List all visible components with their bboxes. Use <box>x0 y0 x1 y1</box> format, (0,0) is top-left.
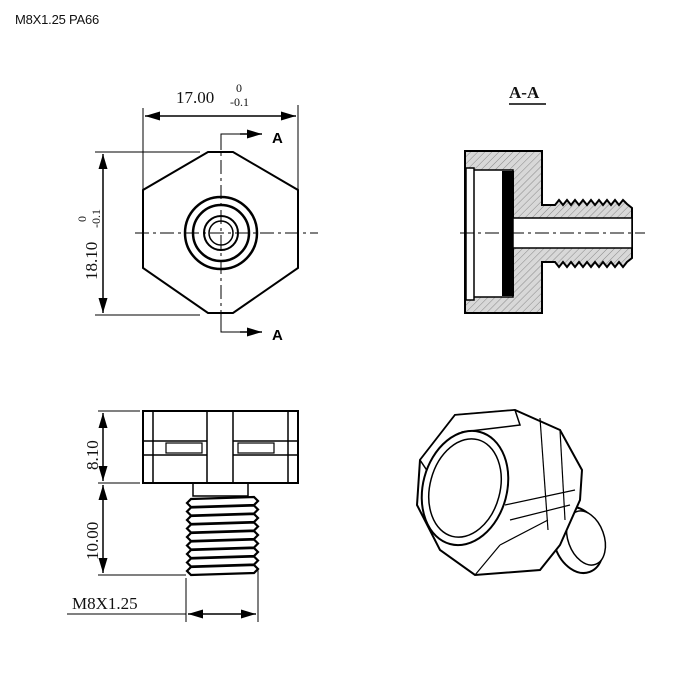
side-view <box>67 410 299 622</box>
section-marker-top: A <box>272 130 283 147</box>
thread-spec-value: M8X1.25 <box>72 594 138 613</box>
height-tolerance-lower: -0.1 <box>89 209 103 228</box>
stem <box>192 482 249 497</box>
width-tolerance-lower: -0.1 <box>230 95 249 109</box>
section-view <box>460 150 645 314</box>
thread <box>185 495 260 577</box>
front-view <box>95 105 318 337</box>
isometric-view <box>415 408 607 577</box>
thread-crest <box>185 563 260 577</box>
height-dimension-value: 18.10 <box>82 242 101 280</box>
iso-face <box>428 438 502 538</box>
width-dimension-value: 17.00 <box>176 88 214 107</box>
thread-length-value: 10.00 <box>83 522 102 560</box>
drawing-title: M8X1.25 PA66 <box>15 12 100 27</box>
head-outline <box>142 410 299 484</box>
width-tolerance-upper: 0 <box>236 81 242 95</box>
head-height-value: 8.10 <box>83 440 102 470</box>
octagon-outline <box>142 151 299 314</box>
section-label: A-A <box>509 83 540 102</box>
lip <box>465 167 475 301</box>
section-marker-bottom: A <box>272 327 283 344</box>
height-tolerance-upper: 0 <box>75 216 89 222</box>
